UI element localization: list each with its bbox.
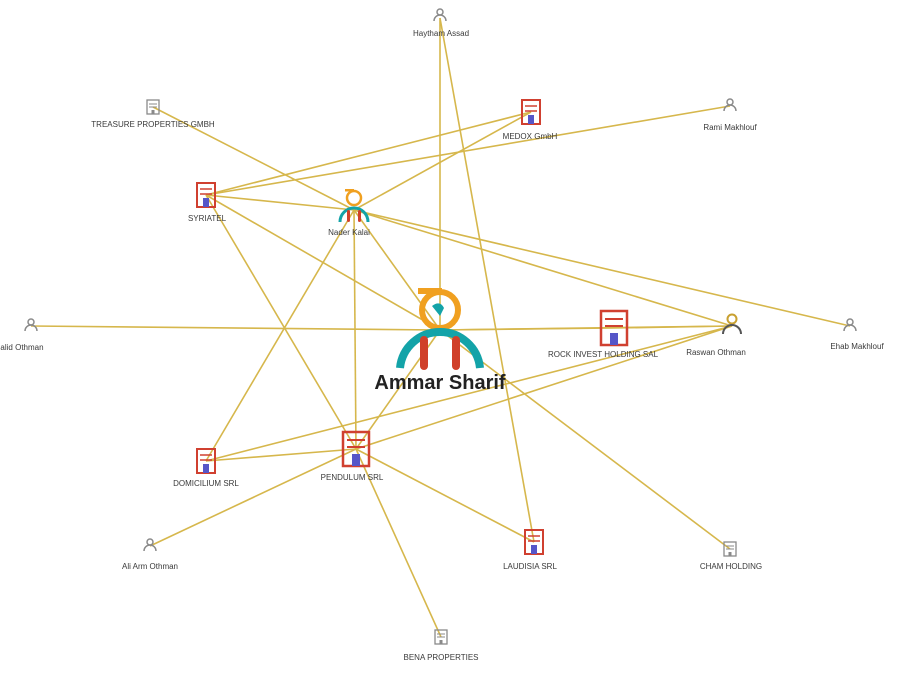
node-label-raswan[interactable]: Raswan Othman: [686, 348, 746, 357]
edge-pendulum-laudisia: [355, 448, 535, 543]
edge-pendulum-ali: [149, 448, 357, 547]
edge-center-cham: [439, 329, 731, 550]
edge-nader-treasure: [152, 106, 355, 211]
edges-layer: [30, 17, 851, 638]
medox-company-icon[interactable]: [521, 99, 541, 125]
edge-laudisia-haytham: [439, 17, 535, 543]
edge-center-nader: [353, 209, 441, 331]
ehab-makhlouf-person-icon[interactable]: [843, 318, 857, 332]
edge-nader-medox: [353, 111, 532, 211]
edge-syriatel-pendulum: [205, 194, 357, 450]
edge-pendulum-domicilium: [205, 448, 357, 462]
node-label-syriatel[interactable]: SYRIATEL: [188, 214, 227, 223]
node-label-cham[interactable]: CHAM HOLDING: [700, 562, 762, 571]
syriatel-company-icon[interactable]: [196, 182, 216, 208]
edge-rock-raswan: [613, 325, 733, 329]
nader-kalai-person-icon[interactable]: [338, 189, 370, 223]
bena-company-icon[interactable]: [434, 629, 448, 645]
rami-makhlouf-person-icon[interactable]: [723, 98, 737, 112]
rock-invest-company-icon[interactable]: [599, 309, 629, 347]
edge-pendulum-bena: [355, 448, 442, 638]
treasure-company-icon[interactable]: [146, 99, 160, 115]
node-label-laudisia[interactable]: LAUDISIA SRL: [503, 562, 557, 571]
center-node-label[interactable]: Ammar Sharif: [374, 372, 505, 394]
edge-nader-syriatel: [205, 194, 355, 211]
node-label-bena[interactable]: BENA PROPERTIES: [404, 653, 479, 662]
walid-othman-person-icon[interactable]: [24, 318, 38, 332]
edge-nader-pendulum: [353, 209, 357, 450]
ammar-sharif-person-icon[interactable]: [396, 288, 484, 370]
node-label-walid[interactable]: alid Othman: [0, 343, 43, 352]
laudisia-company-icon[interactable]: [524, 529, 544, 555]
node-label-domicilium[interactable]: DOMICILIUM SRL: [173, 479, 239, 488]
node-label-pendulum[interactable]: PENDULUM SRL: [321, 473, 384, 482]
edge-nader-domicilium: [205, 209, 355, 462]
cham-company-icon[interactable]: [723, 541, 737, 557]
raswan-othman-person-icon[interactable]: [722, 313, 742, 335]
edge-nader-raswan: [353, 209, 733, 327]
node-label-ehab[interactable]: Ehab Makhlouf: [830, 342, 884, 351]
domicilium-company-icon[interactable]: [196, 448, 216, 474]
edge-syriatel-rami: [205, 105, 731, 196]
edge-nader-ehab: [353, 209, 851, 327]
node-label-medox[interactable]: MEDOX GmbH: [503, 132, 558, 141]
labels-layer: Ammar Sharif Haytham Assad TREASURE PROP…: [0, 29, 884, 662]
icons-layer: [24, 8, 857, 645]
haytham-assad-person-icon[interactable]: [433, 8, 447, 22]
node-label-treasure[interactable]: TREASURE PROPERTIES GMBH: [91, 120, 215, 129]
node-label-rami[interactable]: Rami Makhlouf: [703, 123, 757, 132]
edge-pendulum-raswan: [355, 325, 733, 450]
node-label-rock[interactable]: ROCK INVEST HOLDING SAL: [548, 350, 659, 359]
edge-syriatel-medox: [205, 111, 532, 196]
node-label-ali[interactable]: Ali Arm Othman: [122, 562, 178, 571]
ali-arm-othman-person-icon[interactable]: [143, 538, 157, 552]
pendulum-company-icon[interactable]: [341, 430, 371, 468]
node-label-haytham[interactable]: Haytham Assad: [413, 29, 469, 38]
edge-center-walid: [30, 325, 441, 331]
edge-domicilium-raswan: [205, 325, 733, 462]
node-label-nader[interactable]: Nader Kalai: [328, 228, 370, 237]
